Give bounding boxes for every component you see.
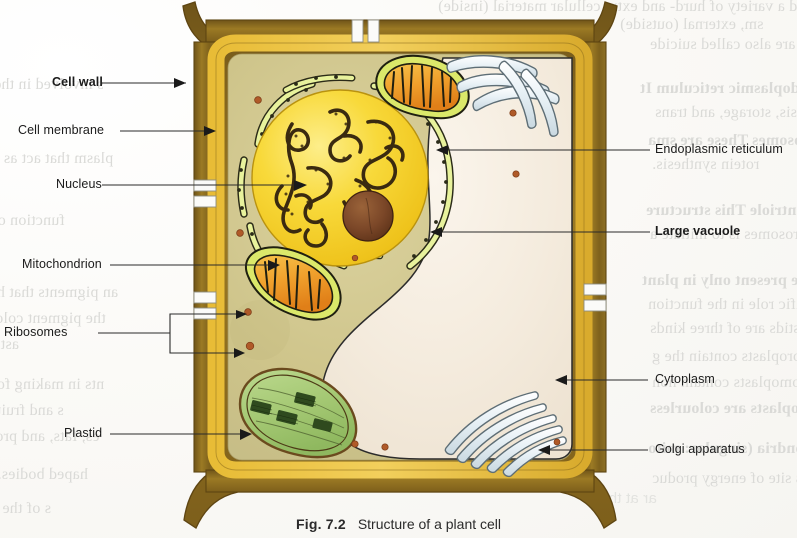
plasmodesma xyxy=(351,19,364,43)
cell-membrane-outline xyxy=(215,42,585,471)
label-golgi-apparatus: Golgi apparatus xyxy=(655,442,745,456)
mito-lower-cristae xyxy=(264,258,321,311)
arrowhead-golgi xyxy=(538,445,550,455)
cell-membrane xyxy=(207,34,593,479)
arrowhead-vacuole xyxy=(430,227,442,237)
plasmodesma xyxy=(193,291,217,304)
plasmodesma xyxy=(583,299,607,312)
plasmodesma xyxy=(367,19,380,43)
nucleus-body xyxy=(251,89,429,267)
ribosome-dot xyxy=(509,109,517,117)
label-ribosomes: Ribosomes xyxy=(4,325,68,339)
ribosome-dot xyxy=(351,440,359,448)
arrowhead-plastid xyxy=(240,429,252,440)
label-cell-membrane: Cell membrane xyxy=(18,123,105,137)
arrowhead-cell-wall xyxy=(174,78,186,88)
label-plastid: Plastid xyxy=(64,426,103,440)
mito-upper-cristae xyxy=(391,65,452,108)
label-endoplasmic-reticulum: Endoplasmic reticulum xyxy=(655,142,783,156)
nucleus xyxy=(251,89,429,267)
ribosome-dot xyxy=(245,341,255,351)
golgi-lower xyxy=(444,391,567,478)
leader-lines xyxy=(98,82,650,451)
label-large-vacuole: Large vacuole xyxy=(655,224,741,238)
nucleolus xyxy=(342,190,394,242)
ribosome-dot xyxy=(381,443,389,451)
plasmodesma xyxy=(583,283,607,296)
golgi-upper xyxy=(446,55,560,137)
arrowhead-ribosome-2 xyxy=(234,348,245,358)
ribosome-dot xyxy=(553,438,561,446)
arrowhead-cell-membrane xyxy=(204,126,216,136)
ribosome-dot xyxy=(244,308,252,316)
large-vacuole xyxy=(321,57,573,460)
plastid-inner-membrane xyxy=(246,374,349,452)
ribosome-dot xyxy=(351,254,359,262)
arrowhead-ribosome-1 xyxy=(236,310,247,319)
plasmodesma xyxy=(193,195,217,208)
ribosomes xyxy=(236,96,561,451)
arrowhead-er xyxy=(436,145,448,155)
label-cell-wall: Cell wall xyxy=(52,75,103,89)
arrowhead-cytoplasm xyxy=(555,375,567,385)
ribosome-dot xyxy=(236,229,244,237)
chromatin-beads xyxy=(284,112,392,224)
leader-arrowheads xyxy=(174,78,567,455)
ribosome-dot xyxy=(512,170,520,178)
ribosome-dot xyxy=(254,96,262,104)
vacuole-body xyxy=(321,57,573,460)
figure-number: Fig. 7.2 xyxy=(295,516,346,532)
leader-ribosomes xyxy=(98,313,245,354)
arrowhead-nucleus xyxy=(294,180,307,191)
arrowhead-mitochondrion xyxy=(268,260,280,271)
label-mitochondrion: Mitochondrion xyxy=(22,257,102,271)
figure-caption: Fig. 7.2 Structure of a plant cell xyxy=(0,516,797,532)
label-nucleus: Nucleus xyxy=(56,177,102,191)
figure-title: Structure of a plant cell xyxy=(357,516,502,532)
label-cytoplasm: Cytoplasm xyxy=(655,372,715,386)
plastid xyxy=(238,367,358,459)
